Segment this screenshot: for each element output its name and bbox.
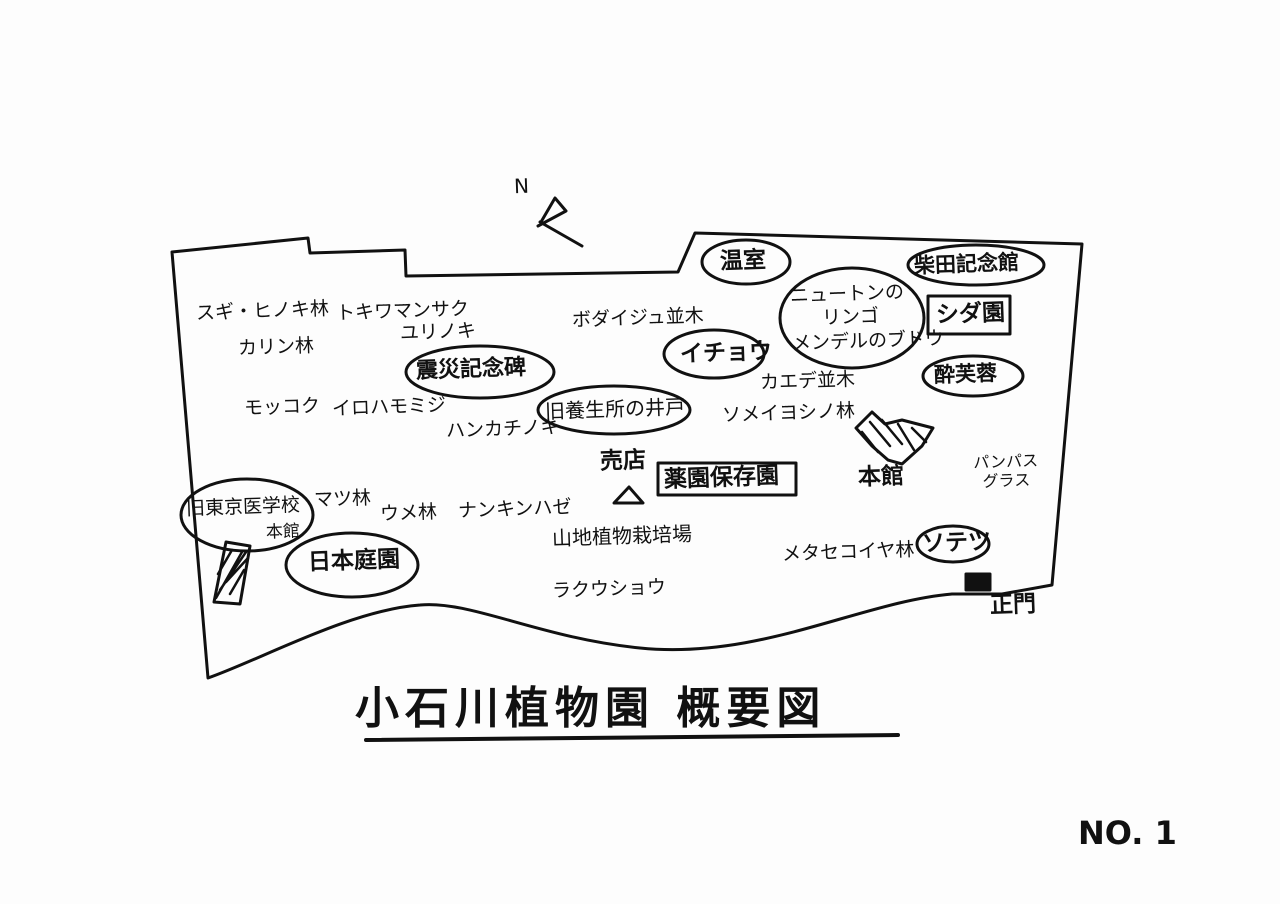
label-honkan: 本館 — [857, 463, 905, 491]
label-metasequoia: メタセコイヤ林 — [781, 538, 915, 566]
map-title: 小石川植物園 概要図 — [355, 683, 827, 734]
label-newton-2: リンゴ — [821, 305, 880, 329]
label-nihon-teien: 日本庭園 — [307, 546, 401, 576]
circle-icho — [662, 328, 766, 380]
circle-old-hall — [536, 384, 692, 436]
garden-boundary — [170, 231, 1084, 680]
label-sotetsu: ソテツ — [921, 528, 992, 558]
label-shidaen: シダ園 — [935, 299, 1006, 329]
label-nankinhaze: ナンキンハゼ — [457, 496, 572, 522]
label-shinsai: 震災記念碑 — [415, 355, 527, 384]
circle-shinsai — [404, 344, 556, 400]
label-newton-1: ニュートンの — [789, 281, 905, 307]
main-gate-icon — [964, 572, 992, 592]
shop-triangle-icon — [612, 485, 645, 505]
label-rakuusho: ラクウショウ — [551, 576, 667, 602]
circle-onshitsu — [700, 238, 792, 286]
north-marker: N — [513, 173, 530, 199]
label-sugi-hinoki: スギ・ヒノキ林 — [195, 297, 330, 325]
label-kaede: カエデ並木 — [759, 368, 856, 394]
label-karin: カリン林 — [237, 334, 315, 360]
label-baiten: 売店 — [599, 447, 647, 475]
label-suifuyo: 酔芙蓉 — [933, 360, 998, 388]
label-irohamomiji: イロハモミジ — [331, 394, 447, 420]
label-seimon: 正門 — [989, 591, 1037, 619]
circle-old-school — [179, 477, 315, 553]
label-mokkoku: モッコク — [243, 394, 321, 420]
label-bodaiju: ボダイジュ並木 — [571, 304, 704, 332]
label-sanchi: 山地植物栽培場 — [551, 521, 693, 551]
old-school-building-icon — [212, 540, 252, 606]
circle-newton — [778, 266, 926, 370]
label-someiyoshino: ソメイヨシノ林 — [721, 399, 856, 427]
circle-shibata — [906, 243, 1046, 287]
north-arrow-icon — [536, 196, 584, 248]
label-shibata: 柴田記念館 — [913, 250, 1020, 278]
label-old-school-2: 本館 — [265, 521, 301, 543]
label-onshitsu: 温室 — [719, 247, 767, 275]
label-old-school-1: 旧東京医学校 — [185, 494, 301, 520]
box-yakuen — [656, 461, 798, 497]
label-yurinoki: ユリノキ — [399, 319, 477, 345]
label-newton-3: メンデルのブドウ — [791, 327, 945, 355]
box-shidaen — [926, 294, 1012, 336]
label-old-hall: 旧養生所の井戸 — [544, 394, 686, 424]
circle-suifuyo — [921, 354, 1025, 398]
label-yakuen: 薬園保存園 — [663, 463, 780, 493]
circle-sotetsu — [915, 524, 991, 564]
circle-nihon-teien — [284, 531, 420, 599]
sheet-number: NO. 1 — [1078, 814, 1177, 852]
label-pampas: パンパスグラス — [972, 450, 1039, 492]
label-ume: ウメ林 — [379, 501, 438, 525]
title-underline — [364, 733, 900, 742]
label-hankachinoki: ハンカチノキ — [445, 416, 560, 442]
label-matsu: マツ林 — [313, 487, 372, 511]
label-icho: イチョウ — [679, 338, 773, 368]
